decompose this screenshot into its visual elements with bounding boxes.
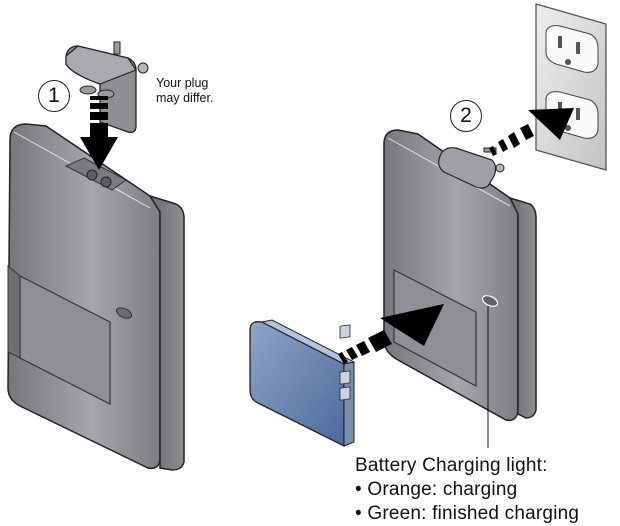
- bullet: •: [355, 479, 362, 500]
- arrow-insert-battery-icon: [338, 304, 444, 364]
- legend-text: Green: finished charging: [367, 503, 580, 524]
- charging-light-legend: Battery Charging light: • Orange: chargi…: [355, 454, 579, 526]
- charger-right: [383, 129, 537, 422]
- charger-left: [7, 123, 185, 471]
- arrow-down-icon: [80, 96, 118, 170]
- plug-note: Your plug may differ.: [156, 76, 213, 106]
- charging-light-left: [116, 307, 132, 319]
- arrow-to-outlet-icon: [489, 108, 574, 156]
- legend-item-green: • Green: finished charging: [355, 502, 579, 526]
- legend-text: Orange: charging: [367, 479, 518, 500]
- battery: [249, 319, 356, 448]
- bullet: •: [355, 503, 362, 524]
- step-2-badge: 2: [450, 100, 482, 132]
- step-1-badge: 1: [38, 80, 70, 112]
- charging-light: [481, 295, 499, 307]
- legend-title: Battery Charging light:: [355, 455, 548, 476]
- wall-outlet: [535, 3, 607, 171]
- detachable-plug: [65, 41, 149, 134]
- plug-note-line-2: may differ.: [156, 91, 214, 105]
- plug-note-line-1: Your plug: [156, 76, 209, 90]
- legend-item-orange: • Orange: charging: [355, 478, 579, 502]
